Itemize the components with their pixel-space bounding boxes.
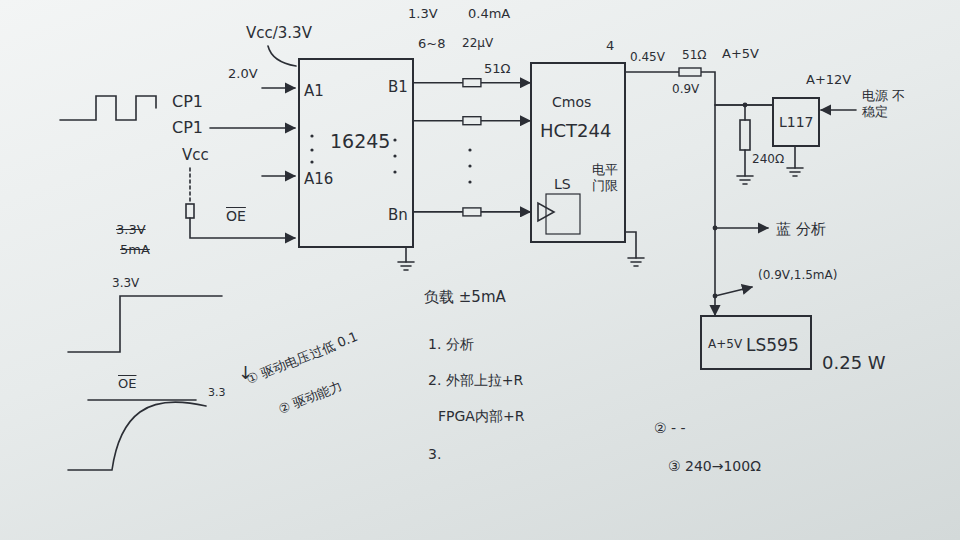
supply-label: Vcc	[182, 146, 209, 164]
ground-wire	[794, 147, 796, 168]
ground-symbol	[398, 262, 414, 270]
dot	[310, 148, 313, 151]
ground-symbol	[787, 168, 803, 176]
signal-arrow	[210, 127, 295, 129]
dot	[393, 138, 396, 141]
pullup-resistor	[186, 204, 194, 218]
list-item: 1. 分析	[428, 336, 474, 353]
box-text: HCT244	[540, 120, 611, 142]
box-text: LS	[554, 176, 571, 193]
resistor-value: 51Ω	[484, 61, 510, 77]
pin-number: 4	[606, 38, 614, 54]
note: (0.9V,1.5mA)	[758, 268, 837, 282]
note: ③ 240→100Ω	[668, 458, 761, 475]
ground-wire	[405, 248, 407, 262]
resistor-value: 240Ω	[752, 152, 784, 166]
resistor-symbol	[740, 120, 750, 150]
box-text: 电平 门限	[592, 162, 620, 193]
resistor-value: 51Ω	[682, 48, 706, 62]
box-text: B1	[388, 78, 408, 96]
power-label: 0.25 W	[822, 352, 886, 374]
sketch-lines	[60, 46, 856, 470]
signal-name: CP1	[172, 92, 203, 111]
branch-arrow	[715, 227, 768, 229]
note: 负载 ±5mA	[424, 288, 506, 306]
box-text: Bn	[388, 206, 408, 224]
list-item: 2. 外部上拉+R	[428, 372, 523, 389]
voltage-label: 22μV	[462, 36, 493, 50]
supply-label: A+5V	[722, 46, 759, 62]
dot	[393, 154, 396, 157]
chip-box: A+5V LS595	[700, 315, 812, 370]
note: 6~8	[418, 36, 445, 52]
ground-symbol	[628, 258, 644, 266]
resistor-symbol	[463, 208, 481, 216]
regulator-box: L117	[772, 97, 820, 147]
note: ① 驱动电压过低 0.1	[244, 329, 360, 388]
ground-symbol	[737, 176, 753, 184]
signal-name: CP1	[172, 118, 203, 137]
bus-dots	[310, 103, 747, 299]
signal-name: OE	[118, 376, 136, 392]
dot	[310, 134, 313, 137]
resistor-symbol	[679, 68, 701, 76]
dot	[310, 160, 313, 163]
chip-box: A1 16245A16 B1Bn	[298, 58, 414, 248]
current-label: 0.4mA	[468, 6, 510, 22]
dot	[468, 164, 471, 167]
supply-label: A+12V	[806, 72, 851, 88]
current-label: 5mA	[120, 242, 150, 258]
voltage-label: 3.3V	[112, 276, 139, 290]
box-text: A+5V	[708, 337, 742, 351]
voltage-label: 3.3	[208, 386, 226, 399]
supply-wire	[268, 46, 296, 66]
buffer-triangle	[538, 203, 554, 221]
dot	[393, 170, 396, 173]
voltage-label: 0.45V	[630, 50, 665, 64]
chip-box: CmosHCT244LS 电平 门限	[530, 62, 626, 243]
box-text: 16245	[330, 130, 390, 153]
resistor-symbol	[463, 79, 481, 87]
box-text: A1	[304, 82, 324, 100]
voltage-label: 2.0V	[228, 66, 258, 82]
signal-arrow	[262, 87, 295, 89]
dot	[468, 180, 471, 183]
pullup-wire	[189, 168, 191, 204]
supply-label: Vcc/3.3V	[246, 24, 312, 42]
dot	[468, 148, 471, 151]
box-text: A16	[304, 170, 333, 188]
list-item: FPGA内部+R	[438, 408, 524, 425]
note: ② - -	[654, 420, 686, 437]
supply-arrow	[821, 109, 856, 111]
voltage-label: 1.3V	[408, 6, 438, 22]
connector	[626, 72, 772, 105]
ground-wire	[626, 232, 636, 258]
clock-waveform	[60, 96, 156, 120]
oe-level-line	[88, 399, 196, 401]
connector	[715, 105, 772, 315]
box-text: LS595	[746, 335, 799, 355]
signal-name: OE	[226, 208, 246, 225]
voltage-label: 0.9V	[672, 82, 699, 96]
step-waveform	[68, 296, 222, 352]
oe-waveform	[68, 402, 206, 470]
ground-wire	[744, 150, 746, 176]
voltage-label: 3.3V	[116, 222, 146, 238]
branch-arrow	[715, 287, 752, 296]
note: 电源 不稳定	[862, 88, 908, 119]
note: 蓝 分析	[776, 220, 826, 238]
list-item: 3.	[428, 446, 441, 463]
box-text: Cmos	[552, 94, 591, 111]
note: ② 驱动能力	[276, 378, 345, 418]
resistor-symbol	[463, 117, 481, 125]
signal-arrow	[262, 175, 295, 177]
box-text: L117	[779, 114, 814, 131]
